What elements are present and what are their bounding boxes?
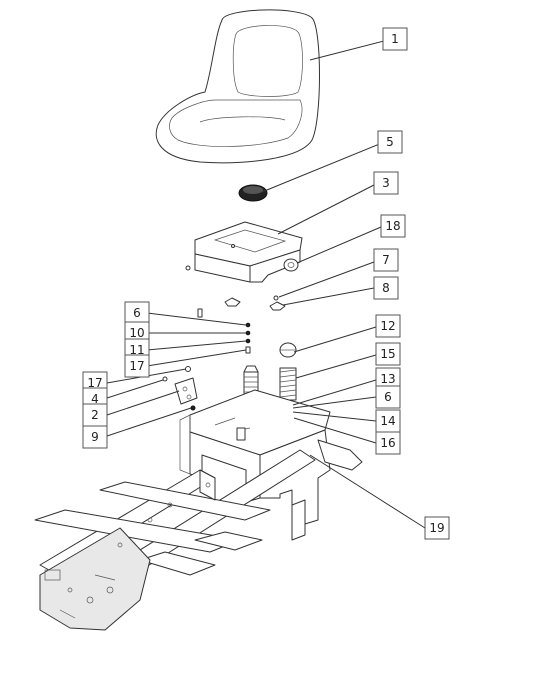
callout-14: 14 <box>375 409 401 433</box>
hardware-stack <box>245 322 251 354</box>
svg-text:14: 14 <box>380 414 395 428</box>
leader-lines <box>106 39 426 529</box>
svg-text:5: 5 <box>386 135 394 149</box>
callout-8: 8 <box>373 276 399 300</box>
svg-text:4: 4 <box>91 392 99 406</box>
svg-text:10: 10 <box>129 326 144 340</box>
callout-7: 7 <box>373 248 399 272</box>
svg-text:1: 1 <box>391 32 399 46</box>
hinge-assembly <box>162 366 198 411</box>
callout-9: 9 <box>82 425 108 449</box>
svg-text:18: 18 <box>385 219 400 233</box>
svg-text:2: 2 <box>91 408 99 422</box>
seat-plate <box>185 221 303 283</box>
svg-text:8: 8 <box>382 281 390 295</box>
svg-text:19: 19 <box>429 521 444 535</box>
wing-nut-left <box>224 297 241 307</box>
svg-text:13: 13 <box>380 372 395 386</box>
svg-text:16: 16 <box>380 436 395 450</box>
hardware-7 <box>273 295 279 301</box>
svg-text:3: 3 <box>382 176 390 190</box>
svg-text:12: 12 <box>380 319 395 333</box>
seat <box>155 9 320 164</box>
callout-6-upper: 6 <box>124 301 150 325</box>
callout-1: 1 <box>382 27 408 51</box>
callout-5: 5 <box>377 130 403 154</box>
svg-text:9: 9 <box>91 430 99 444</box>
callout-19: 19 <box>424 516 450 540</box>
svg-text:6: 6 <box>133 306 141 320</box>
callouts: 1 5 3 18 7 8 6 10 11 17 12 15 17 4 13 2 … <box>82 27 450 540</box>
callout-18: 18 <box>380 214 406 238</box>
svg-text:11: 11 <box>129 343 144 357</box>
svg-text:6: 6 <box>384 390 392 404</box>
hardware-8 <box>269 301 286 311</box>
callout-16: 16 <box>375 431 401 455</box>
spring-cap <box>279 342 297 358</box>
seat-pedestal <box>179 389 363 541</box>
svg-text:7: 7 <box>382 253 390 267</box>
callout-3: 3 <box>373 171 399 195</box>
callout-6-lower: 6 <box>375 385 401 409</box>
bushing <box>283 258 299 272</box>
svg-text:17: 17 <box>129 359 144 373</box>
chassis-frame <box>34 449 316 631</box>
spring <box>279 367 297 401</box>
callout-15: 15 <box>375 342 401 366</box>
svg-text:15: 15 <box>380 347 395 361</box>
callout-17-upper: 17 <box>124 354 150 378</box>
bolt-left <box>197 308 203 318</box>
svg-text:17: 17 <box>87 376 102 390</box>
seat-knob <box>238 184 268 202</box>
callout-12: 12 <box>375 314 401 338</box>
callout-2: 2 <box>82 403 108 427</box>
